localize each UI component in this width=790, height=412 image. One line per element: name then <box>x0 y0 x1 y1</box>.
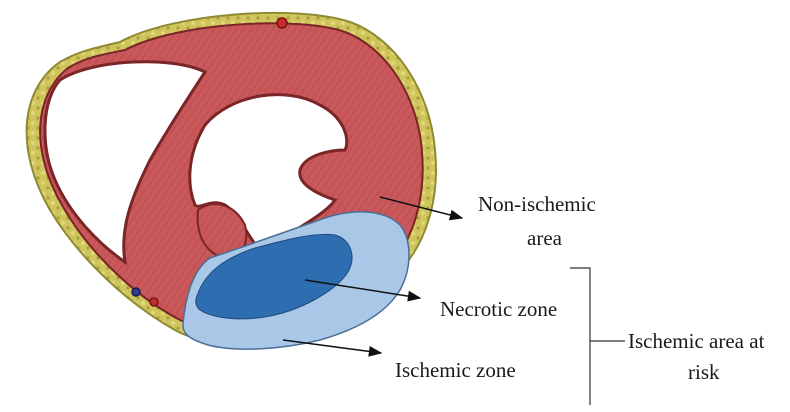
label-non-ischemic-line2: area <box>527 225 562 252</box>
coronary-vessel-top <box>277 18 287 28</box>
arrow-ischemic-zone <box>283 340 381 353</box>
label-non-ischemic-line1: Non-ischemic <box>478 191 596 218</box>
coronary-vessel-left-2 <box>150 298 158 306</box>
label-ischemic-area-at-risk-line2: risk <box>688 359 720 386</box>
label-necrotic-zone: Necrotic zone <box>440 296 557 323</box>
label-ischemic-area-at-risk-line1: Ischemic area at <box>628 328 764 355</box>
coronary-vessel-left-1 <box>132 288 140 296</box>
label-ischemic-zone: Ischemic zone <box>395 357 516 384</box>
at-risk-bracket <box>570 268 590 405</box>
